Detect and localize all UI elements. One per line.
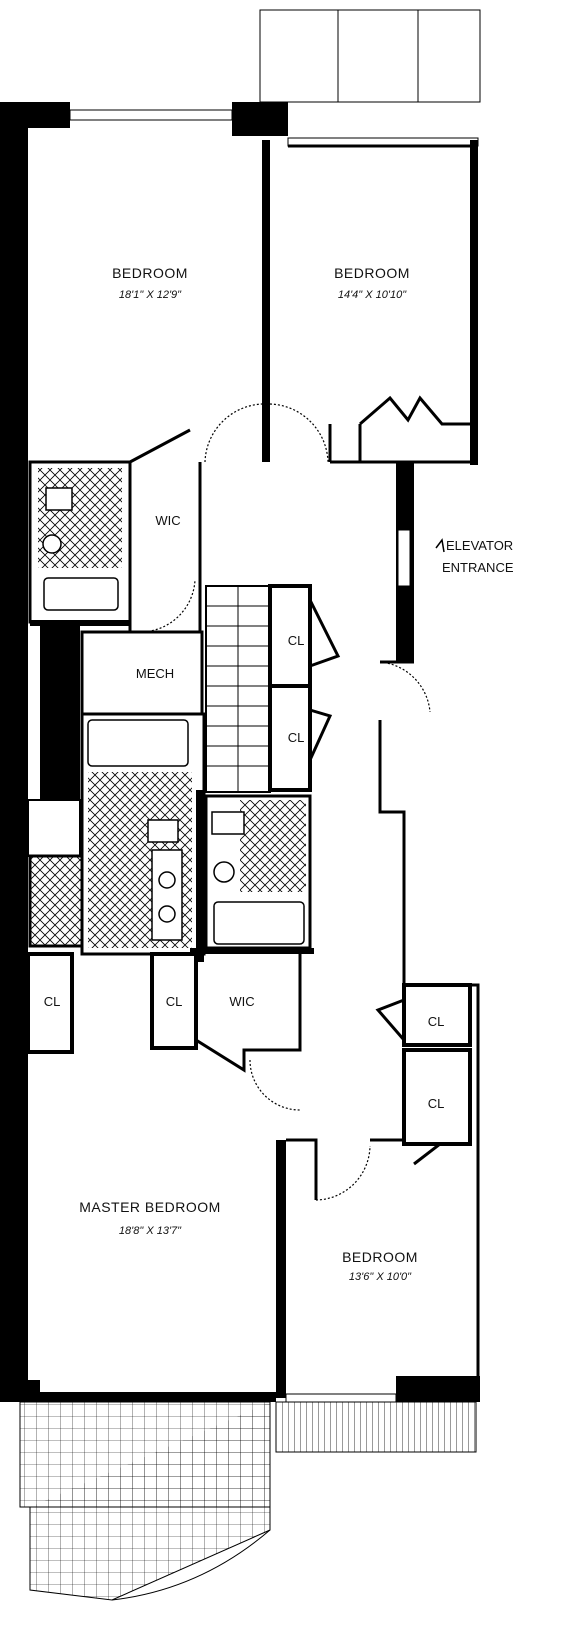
bathtub-icon-2 xyxy=(87,719,189,767)
closet-left-label: CL xyxy=(44,994,61,1009)
bedroom-nw-dims: 18'1" X 12'9" xyxy=(119,289,182,301)
north-wall-left xyxy=(0,102,70,128)
north-wall-mid xyxy=(232,102,288,136)
toilet-icon xyxy=(45,487,73,511)
wic-upper-label: WIC xyxy=(155,513,180,528)
bedroom-ne-dims: 14'4" X 10'10" xyxy=(338,289,407,301)
master-bedroom-dims: 18'8" X 13'7" xyxy=(119,1225,182,1237)
double-vanity-icon xyxy=(151,849,183,941)
elevator-label-2: ENTRANCE xyxy=(442,560,514,575)
sink-icon xyxy=(42,534,62,554)
mech-label: MECH xyxy=(136,666,174,681)
closet-east-1-label: CL xyxy=(428,1014,445,1029)
closet-stair-2-label: CL xyxy=(288,730,305,745)
sink-icon-3 xyxy=(213,861,235,883)
closet-east-2-label: CL xyxy=(428,1096,445,1111)
north-window xyxy=(69,109,233,121)
east-wall-upper xyxy=(470,140,478,465)
bedroom-se-name: BEDROOM xyxy=(342,1249,418,1265)
closet-mid-label: CL xyxy=(166,994,183,1009)
toilet-icon-2 xyxy=(147,819,179,843)
bathtub-icon-3 xyxy=(213,901,305,945)
bedroom-divider-wall xyxy=(262,140,270,462)
south-wall xyxy=(0,1392,276,1402)
toilet-icon-3 xyxy=(211,811,245,835)
terrace xyxy=(19,1401,477,1601)
staircase xyxy=(205,585,271,793)
inner-wall-left xyxy=(40,622,80,800)
bedroom-nw-name: BEDROOM xyxy=(112,265,188,281)
master-bedroom-name: MASTER BEDROOM xyxy=(79,1199,221,1215)
elevator-label-1: ELEVATOR xyxy=(446,538,513,553)
bathtub-icon xyxy=(43,577,119,611)
west-exterior-wall xyxy=(0,102,28,1402)
wic-lower-label: WIC xyxy=(229,994,254,1009)
bedroom-se-dims: 13'6" X 10'0" xyxy=(349,1271,412,1283)
closet-stair-1-label: CL xyxy=(288,633,305,648)
top-balcony xyxy=(259,9,481,103)
bedroom-ne-name: BEDROOM xyxy=(334,265,410,281)
